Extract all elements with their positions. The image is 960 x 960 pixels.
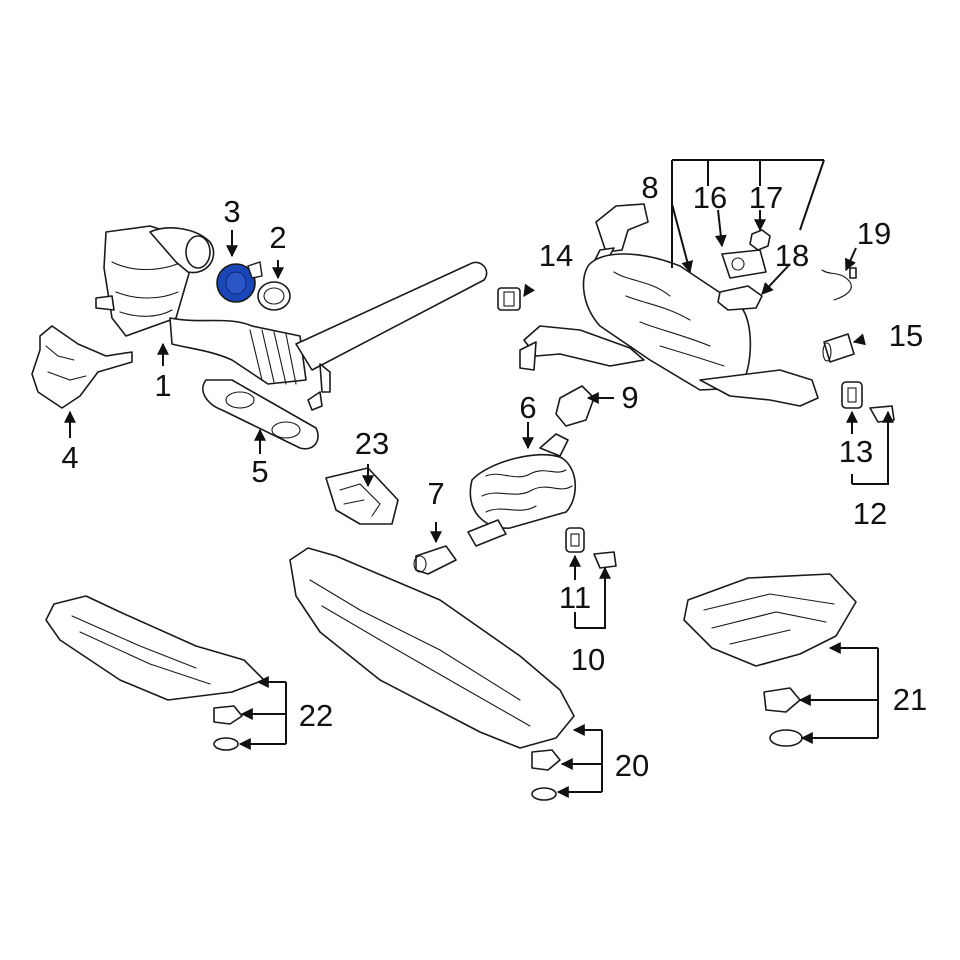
part-12-bracket[interactable] (869, 405, 895, 423)
part-2-gasket[interactable] (257, 281, 291, 311)
callout-14: 14 (539, 238, 573, 273)
callout-5: 5 (251, 454, 268, 489)
callout-19: 19 (857, 216, 891, 251)
callout-13: 13 (839, 434, 873, 469)
part-9-connector[interactable] (555, 385, 595, 427)
part-22-heat-shield[interactable] (45, 595, 265, 751)
part-17-nut[interactable] (749, 229, 771, 251)
callout-23: 23 (355, 426, 389, 461)
part-8-rear-muffler[interactable] (519, 203, 819, 407)
part-3-clamp-highlighted[interactable] (216, 261, 263, 303)
callout-3: 3 (223, 194, 240, 229)
part-20-heat-shield[interactable] (289, 547, 575, 801)
callout-9: 9 (621, 380, 638, 415)
callout-22: 22 (299, 698, 333, 733)
part-21-heat-shield[interactable] (683, 573, 857, 747)
part-14-hanger[interactable] (497, 287, 521, 311)
part-23-heat-shield[interactable] (325, 467, 399, 525)
callout-4: 4 (61, 440, 78, 475)
part-10-bracket[interactable] (593, 551, 617, 569)
callout-17: 17 (749, 180, 783, 215)
part-4-heat-shield[interactable] (31, 325, 133, 409)
part-7-clamp[interactable] (413, 545, 457, 575)
leader-lines (64, 159, 894, 798)
part-1-catalytic-converter[interactable] (95, 225, 488, 411)
callout-16: 16 (693, 180, 727, 215)
callout-6: 6 (519, 390, 536, 425)
part-19-sensor[interactable] (821, 267, 857, 301)
callout-11: 11 (559, 580, 591, 615)
callout-21: 21 (893, 682, 927, 717)
callout-2: 2 (269, 220, 286, 255)
callout-12: 12 (853, 496, 887, 531)
part-5-flange-gasket[interactable] (202, 379, 319, 450)
part-15-tip[interactable] (822, 333, 855, 363)
callout-18: 18 (775, 238, 809, 273)
callout-labels: 1 2 3 4 5 6 7 8 9 10 11 12 13 14 15 16 1… (61, 170, 927, 783)
callout-20: 20 (615, 748, 649, 783)
part-13-hanger[interactable] (841, 381, 863, 409)
part-11-hanger[interactable] (565, 527, 585, 553)
part-6-center-muffler[interactable] (467, 433, 576, 547)
callout-7: 7 (427, 476, 444, 511)
callout-10: 10 (571, 642, 605, 677)
part-16-valve[interactable] (721, 249, 767, 279)
callout-8: 8 (641, 170, 658, 205)
callout-15: 15 (889, 318, 923, 353)
part-18-bracket[interactable] (717, 285, 763, 311)
callout-1: 1 (154, 368, 171, 403)
